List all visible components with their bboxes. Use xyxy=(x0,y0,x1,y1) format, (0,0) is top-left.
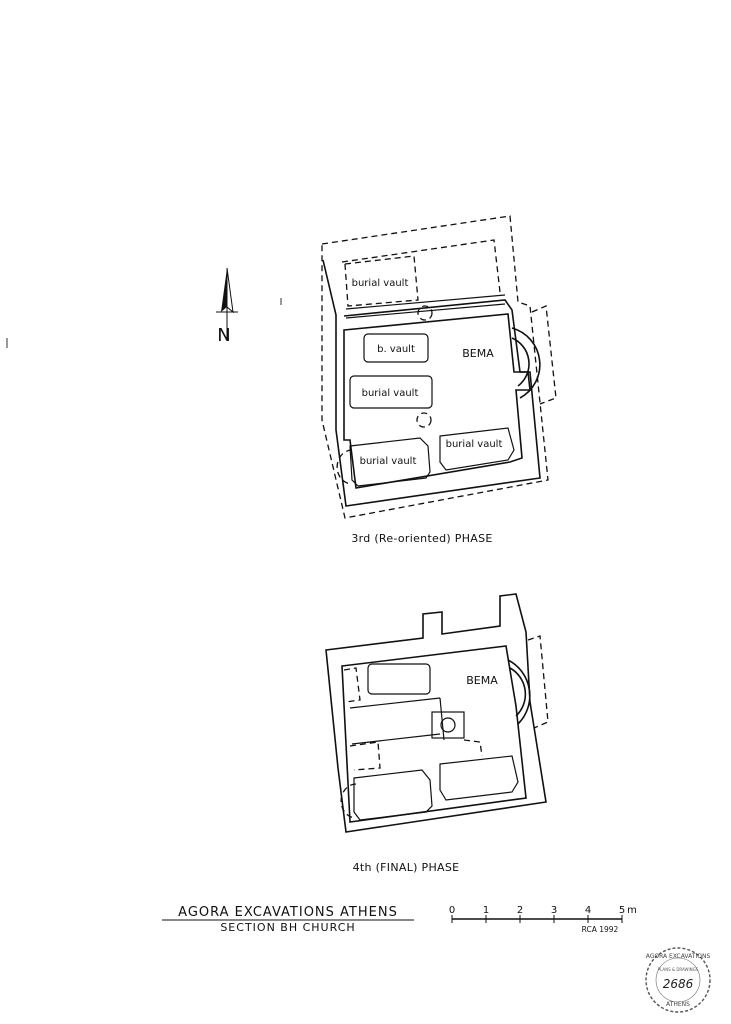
altar-base xyxy=(431,711,465,739)
burial-vault-south-east xyxy=(439,427,515,471)
plan-4th-phase: BEMA 4th (FINAL) PHASE xyxy=(325,593,549,874)
vault-label: b. vault xyxy=(377,344,415,355)
burial-vault-south-east xyxy=(439,755,519,801)
archive-stamp: AGORA EXCAVATIONS PLANS & DRAWINGS 2686 … xyxy=(645,947,711,1013)
plan-caption: 4th (FINAL) PHASE xyxy=(353,861,460,874)
scale-tick: 5 xyxy=(619,905,625,916)
church-outer-wall xyxy=(325,593,547,833)
apse-wall xyxy=(507,659,531,725)
burial-vault-central xyxy=(349,375,433,409)
burial-vault-south-west xyxy=(349,437,431,487)
stamp-number: 2686 xyxy=(663,977,694,991)
stamp-middle-text: PLANS & DRAWINGS xyxy=(658,967,699,972)
north-room-wall xyxy=(345,294,506,310)
naos-inner-wall xyxy=(343,313,531,489)
scale-tick: 4 xyxy=(585,905,591,916)
bema-label: BEMA xyxy=(466,674,498,687)
vault-old-outline xyxy=(463,739,483,757)
naos-inner-wall xyxy=(341,645,527,823)
scale-bar: 0 1 2 3 4 5 m RCA 1992 xyxy=(449,905,637,934)
apse-wall xyxy=(511,327,541,399)
scale-tick: 0 xyxy=(449,905,455,916)
scale-tick: 2 xyxy=(517,905,523,916)
column-base xyxy=(417,305,433,321)
north-letter: N xyxy=(217,325,230,346)
stamp-top-text: AGORA EXCAVATIONS xyxy=(646,953,711,960)
apse-old-wall xyxy=(527,635,549,729)
vault-old-outline xyxy=(340,783,357,819)
apse-old-wall xyxy=(531,305,557,405)
burial-vault-north xyxy=(344,255,419,307)
stamp-bottom-text: ATHENS xyxy=(666,1001,690,1008)
vault-label: burial vault xyxy=(352,278,409,289)
north-room-wall xyxy=(345,303,506,319)
north-arrow: N xyxy=(216,267,238,346)
scale-tick: 1 xyxy=(483,905,489,916)
burial-vault-small xyxy=(363,333,429,363)
title-block: AGORA EXCAVATIONS ATHENS SECTION BH CHUR… xyxy=(162,905,414,934)
church-outer-wall xyxy=(322,259,541,507)
vault-label: burial vault xyxy=(446,439,503,450)
vault-label: burial vault xyxy=(362,388,419,399)
vault-old-outline xyxy=(336,449,353,485)
vault-label: burial vault xyxy=(360,456,417,467)
bema-label: BEMA xyxy=(462,347,494,360)
burial-vault xyxy=(367,663,431,695)
drawing-title: AGORA EXCAVATIONS ATHENS xyxy=(178,905,398,920)
drawing-subtitle: SECTION BH CHURCH xyxy=(220,921,355,934)
column-base xyxy=(416,412,432,428)
scale-tick: 3 xyxy=(551,905,557,916)
outer-wall-outline xyxy=(321,215,549,519)
burial-vault-south-west xyxy=(353,769,433,821)
drafter-credit: RCA 1992 xyxy=(582,925,619,934)
partition-line xyxy=(439,697,445,741)
scale-unit: m xyxy=(627,905,637,916)
partition-line xyxy=(351,733,441,745)
plan-3rd-phase: burial vault b. vault burial vault buria… xyxy=(321,215,557,545)
vault-old-outline xyxy=(349,741,381,771)
partition-line xyxy=(349,697,441,709)
apse-inner-wall xyxy=(509,667,527,717)
plan-caption: 3rd (Re-oriented) PHASE xyxy=(351,532,492,545)
north-room-outline xyxy=(341,239,501,293)
altar-base-circle xyxy=(440,717,456,733)
vault-old-outline xyxy=(343,667,361,703)
apse-inner-wall xyxy=(511,337,530,387)
